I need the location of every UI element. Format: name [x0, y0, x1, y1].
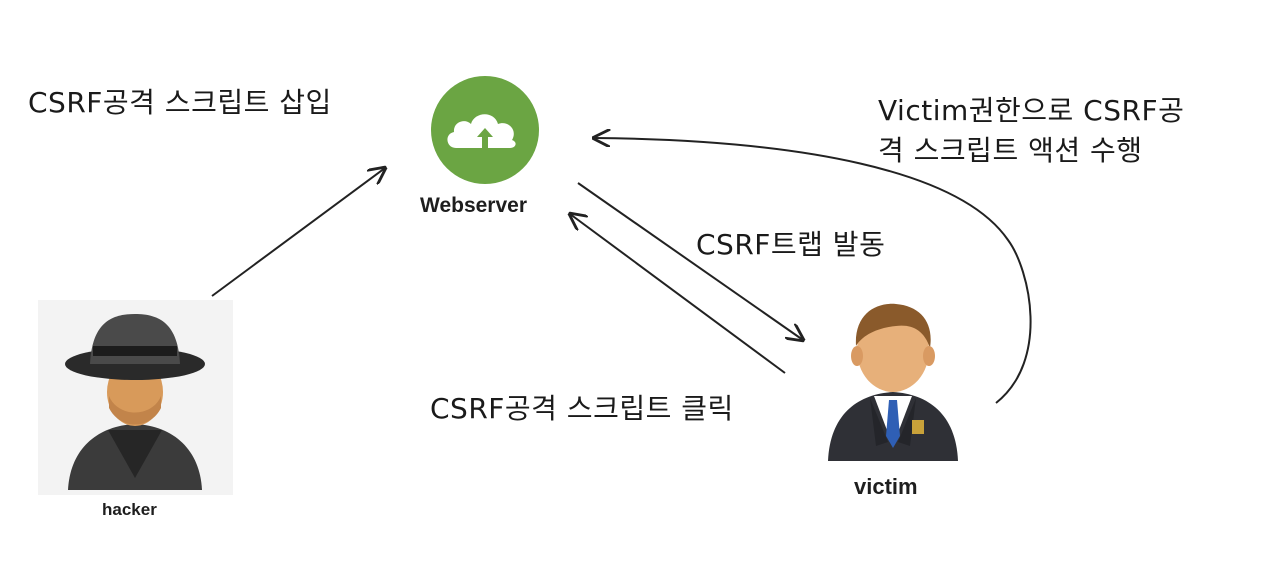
arrow-victim-action-curve	[594, 138, 1032, 404]
hacker-node: hacker	[38, 300, 233, 530]
edge-label-victim-action-line1: Victim권한으로 CSRF공	[878, 94, 1185, 127]
victim-node: victim	[818, 296, 968, 511]
edge-label-victim-action-line2: 격 스크립트 액션 수행	[878, 134, 1143, 167]
edge-label-victim-click: CSRF공격 스크립트 클릭	[430, 392, 734, 425]
arrow-hacker-to-server	[211, 168, 385, 297]
victim-label: victim	[854, 474, 918, 499]
webserver-label: Webserver	[420, 194, 528, 217]
arrow-victim-to-server	[570, 214, 786, 374]
cloud-upload-icon	[431, 76, 539, 184]
victim-figure-icon	[828, 303, 958, 461]
hacker-label: hacker	[102, 500, 157, 519]
hacker-figure-icon	[38, 300, 233, 495]
webserver-node: Webserver	[410, 76, 560, 226]
arrow-server-to-victim	[577, 182, 803, 340]
edge-label-hacker-to-server: CSRF공격 스크립트 삽입	[28, 86, 332, 119]
edge-label-server-to-victim: CSRF트랩 발동	[696, 228, 886, 261]
